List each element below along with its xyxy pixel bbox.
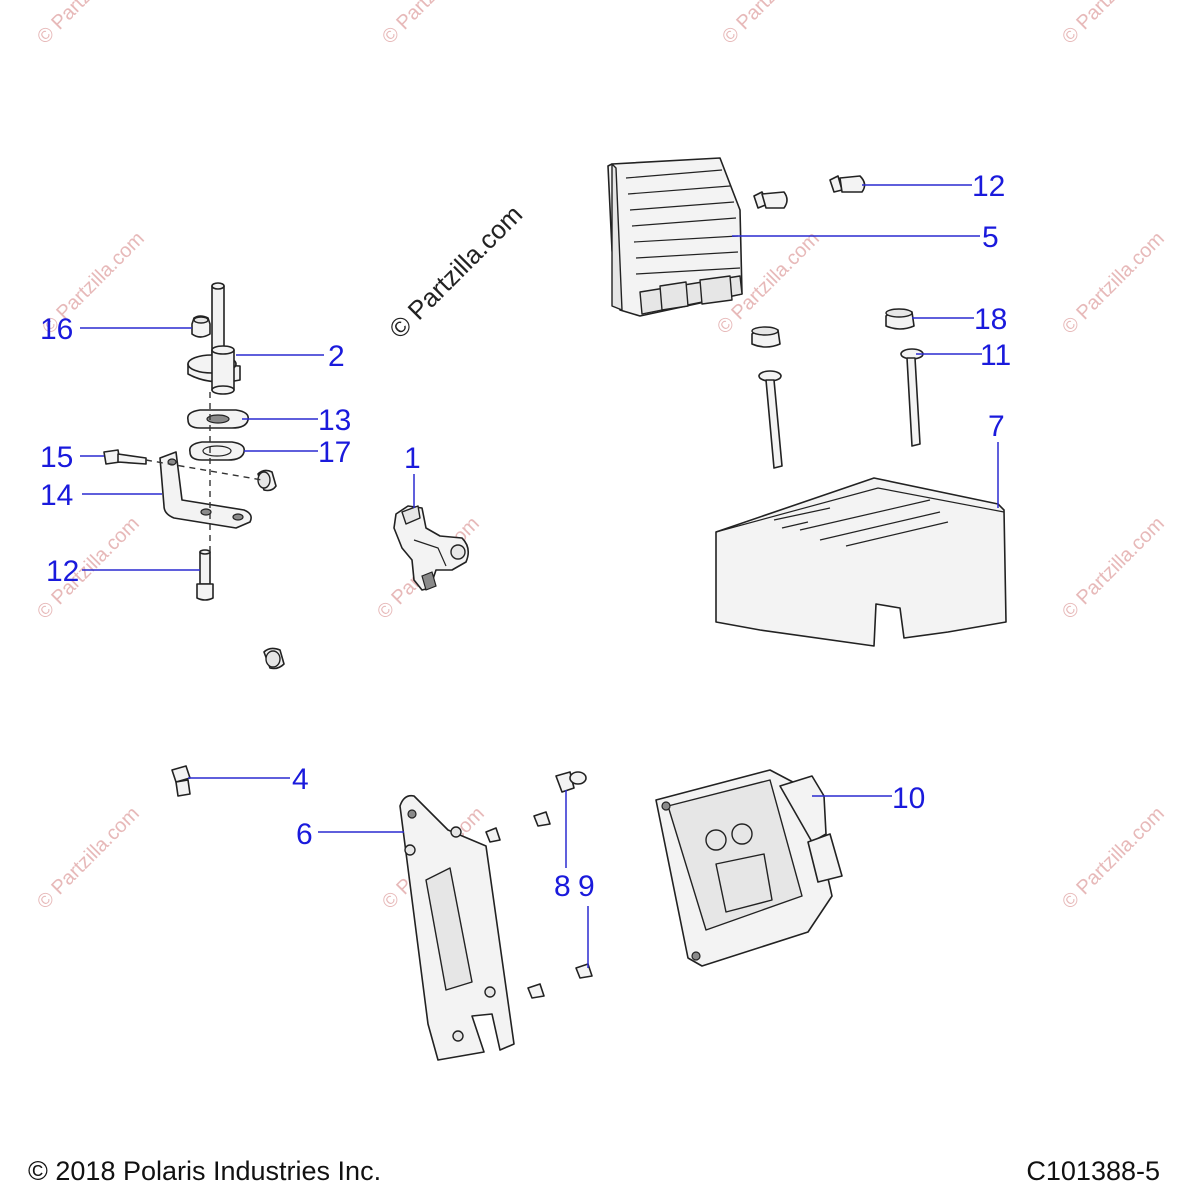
callout-12-upper: 12 [972,170,1005,203]
part-8-screw [555,771,587,793]
part-11-long-bolt-b [900,348,924,447]
callout-11: 11 [980,339,1011,372]
part-13-gasket [186,409,250,429]
part-16-nut [191,315,211,338]
callout-15: 15 [40,441,73,474]
footer-diagram-code: C101388-5 [1026,1156,1160,1186]
grommet-small [257,469,277,492]
callout-9: 9 [578,870,595,903]
callout-7: 7 [988,410,1005,443]
part-14-bracket [159,451,252,529]
callout-16: 16 [40,313,73,346]
callout-2: 2 [328,340,345,373]
part-7-cover [715,477,1007,647]
part-11-long-bolt-a [758,370,783,469]
watermark: © Partzilla.com [718,0,829,49]
part-18-grommet-b [885,308,915,330]
callout-labels: 1 2 4 5 6 7 8 9 10 11 12 12 13 14 15 16 … [40,170,1011,903]
part-12-bolt-lower [196,549,214,601]
part-4-bolt [171,765,191,797]
watermark: © Partzilla.com [1058,228,1169,339]
part-17-o-ring [188,441,246,461]
part-2-sensor-shaft [187,282,241,395]
part-18-grommet-a [751,326,781,348]
watermark: © Partzilla.com [1058,513,1169,624]
grommet-lower [263,647,285,670]
callout-5: 5 [982,221,999,254]
watermark: © Partzilla.com [1058,0,1169,49]
callout-18: 18 [974,303,1007,336]
callout-17: 17 [318,436,351,469]
watermark: © Partzilla.com [33,803,144,914]
part-1-sensor [393,505,470,591]
part-10-ecu [655,769,843,967]
footer-copyright: © 2018 Polaris Industries Inc. [28,1156,382,1186]
part-9-screw-a [485,827,501,843]
part-5-regulator [607,157,743,317]
callout-4: 4 [292,763,309,796]
part-6-plate [399,794,515,1061]
callout-10: 10 [892,782,925,815]
part-12-bolt-upper-b [829,175,866,193]
callout-8: 8 [554,870,571,903]
watermark-center: © Partzilla.com [383,199,528,344]
watermark: © Partzilla.com [1058,803,1169,914]
callout-6: 6 [296,818,313,851]
part-9-screw-c [527,983,545,999]
part-9-screw-b [533,811,551,827]
watermark: © Partzilla.com [378,0,489,49]
callout-1: 1 [404,442,421,475]
part-9-screw-d [575,963,593,979]
part-12-bolt-upper-a [753,191,788,209]
leader-lines [80,184,999,968]
alignment-line [145,459,263,481]
callout-12-lower: 12 [46,555,79,588]
watermark: © Partzilla.com [33,0,144,49]
part-15-bolt [103,449,147,465]
callout-14: 14 [40,479,73,512]
callout-13: 13 [318,404,351,437]
